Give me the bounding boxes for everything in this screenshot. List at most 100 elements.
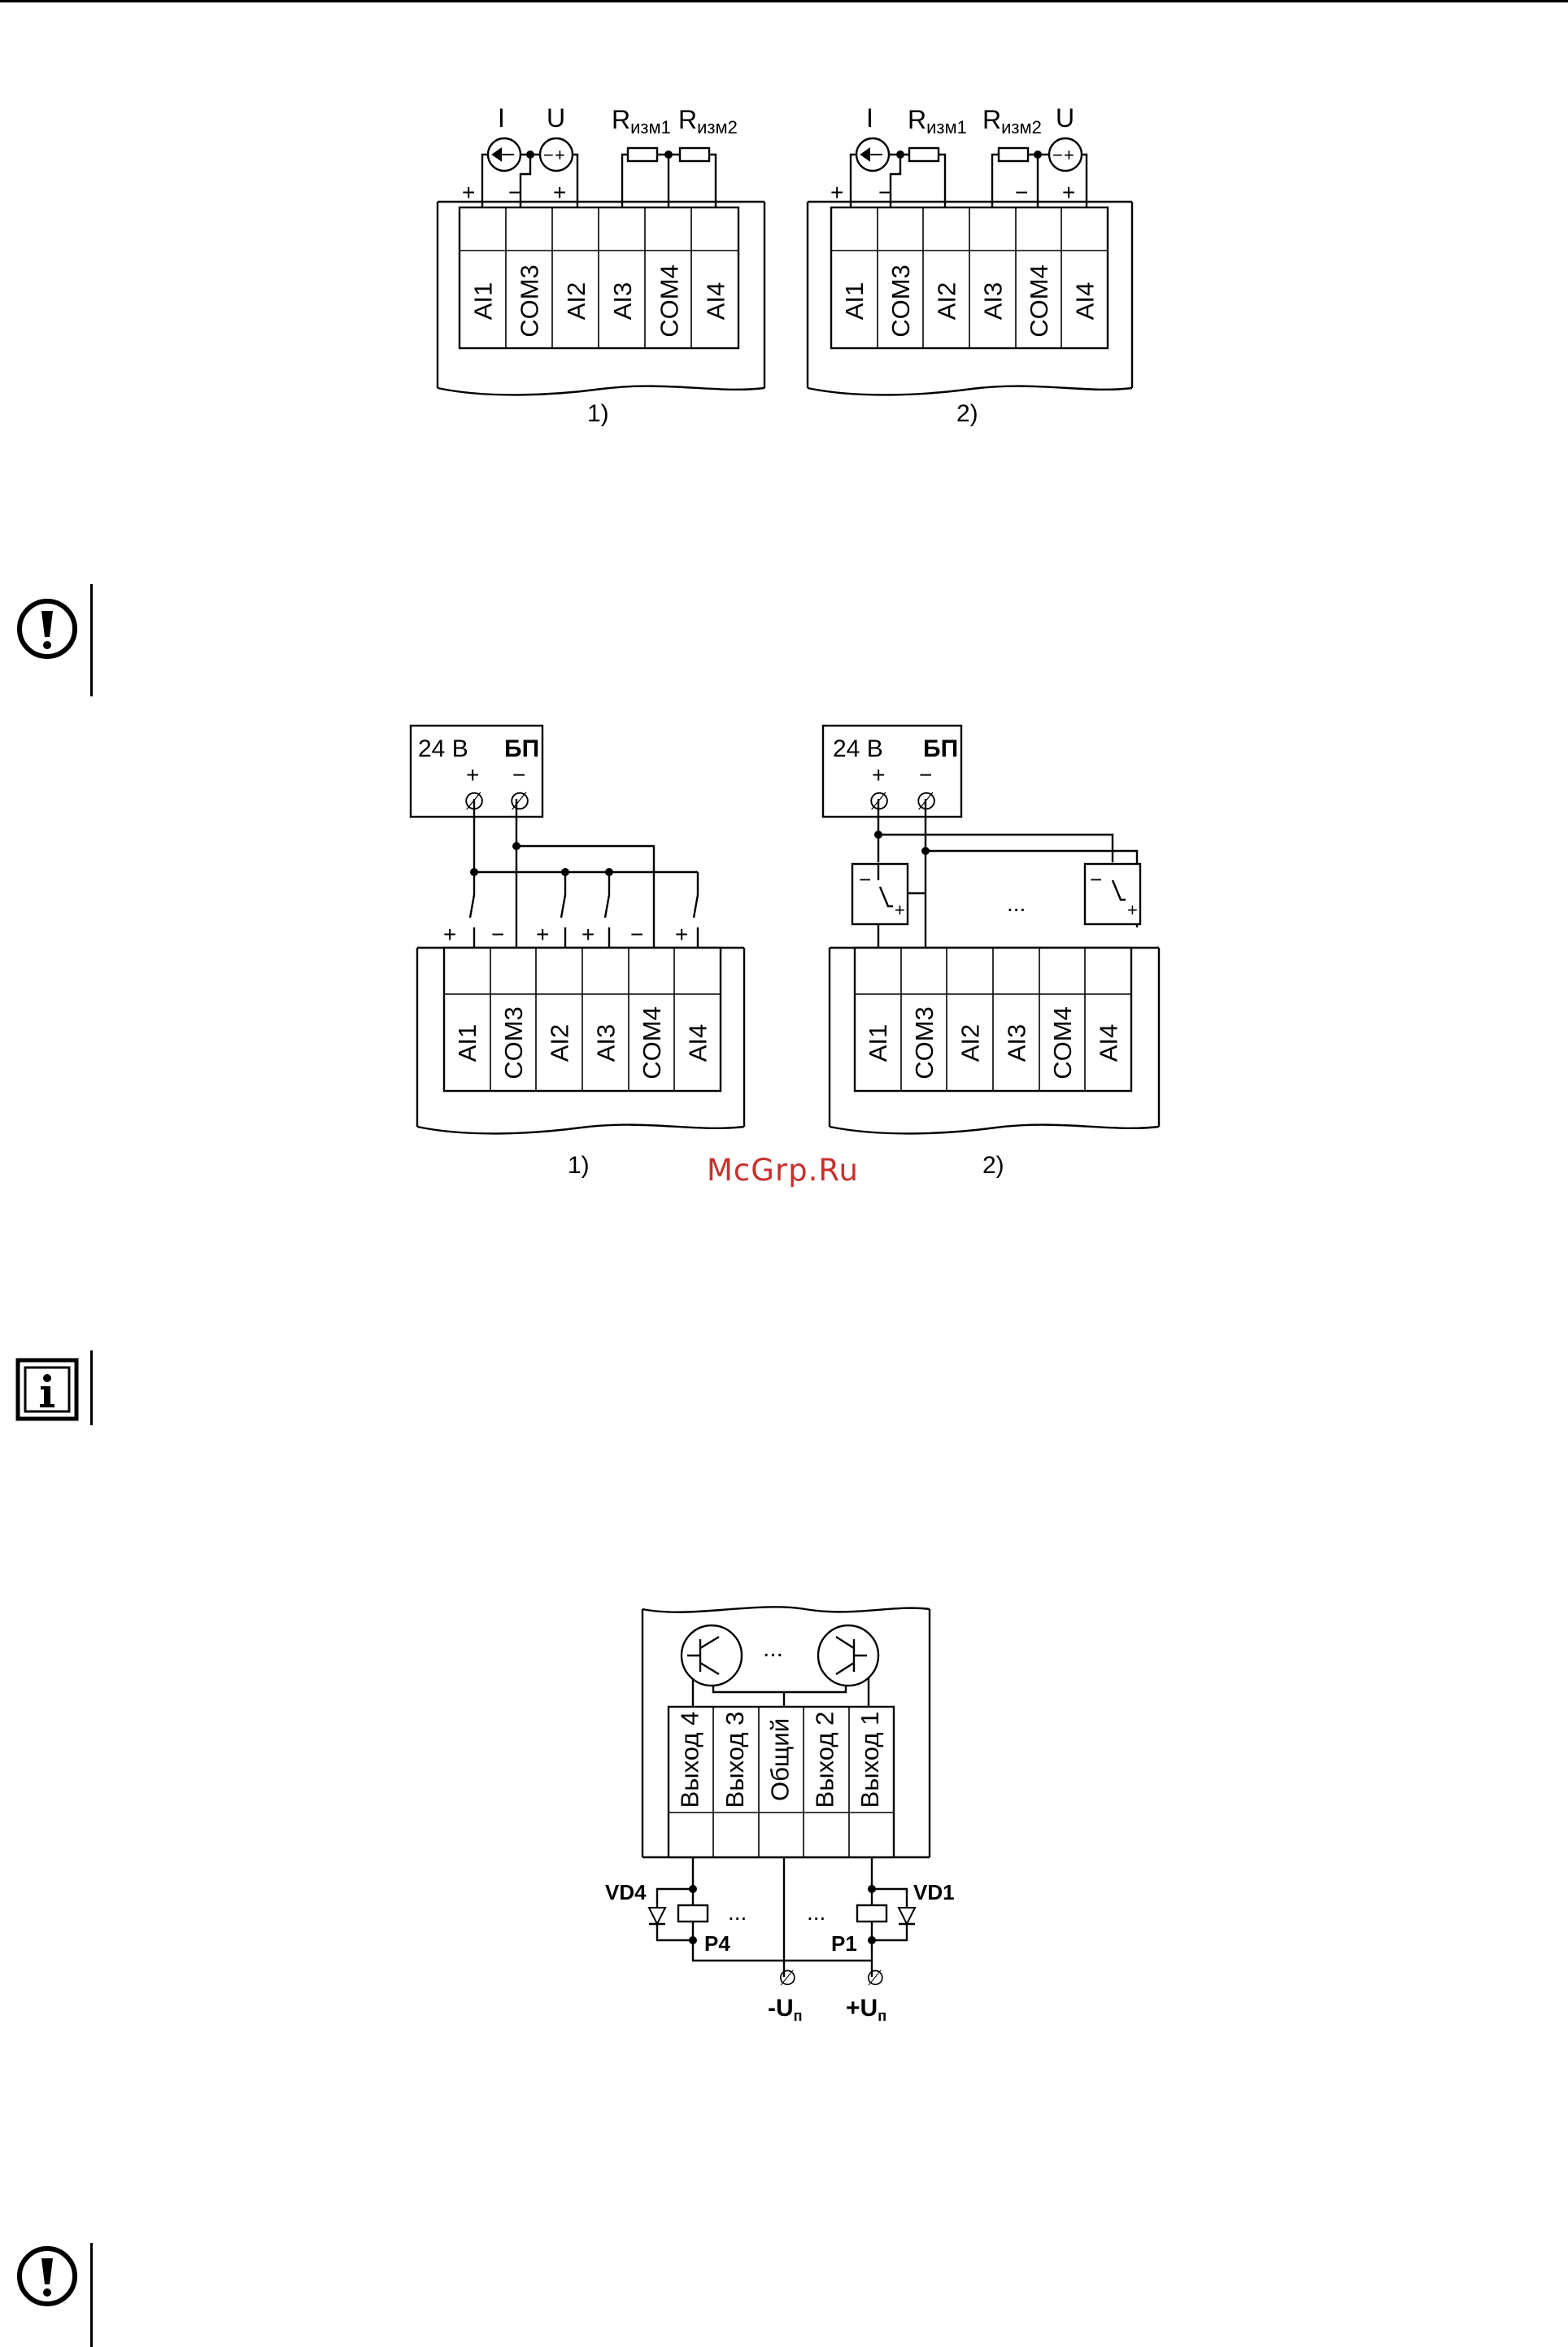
svg-text:−: − bbox=[491, 922, 504, 947]
svg-text:+: + bbox=[1062, 180, 1075, 205]
relay-coil-icon bbox=[677, 1904, 709, 1923]
svg-text:+: + bbox=[675, 922, 688, 947]
svg-text:...: ... bbox=[1007, 891, 1026, 916]
svg-text:+: + bbox=[443, 922, 456, 947]
terminal-label: AI2 bbox=[933, 282, 961, 321]
svg-text:...: ... bbox=[763, 1635, 783, 1662]
power-supply-box bbox=[409, 724, 544, 818]
exclamation-icon bbox=[17, 599, 77, 659]
svg-text:+: + bbox=[462, 180, 475, 205]
svg-text:Rизм1: Rизм1 bbox=[612, 105, 671, 137]
terminal-label: AI1 bbox=[840, 282, 869, 321]
terminal-label: Общий bbox=[765, 1718, 794, 1801]
terminal-label: AI2 bbox=[562, 282, 590, 321]
terminal-label: AI2 bbox=[546, 1024, 574, 1062]
resistor-icon bbox=[678, 146, 711, 163]
terminal-label: AI4 bbox=[1071, 282, 1100, 321]
svg-text:−: − bbox=[878, 180, 891, 205]
resistor-icon bbox=[626, 146, 659, 163]
terminal-label: AI1 bbox=[453, 1024, 481, 1062]
svg-text:I: I bbox=[866, 103, 873, 133]
svg-text:БП: БП bbox=[923, 735, 958, 762]
terminal-label: AI3 bbox=[1002, 1024, 1030, 1062]
svg-text:...: ... bbox=[807, 1900, 825, 1925]
svg-text:-Uп: -Uп bbox=[768, 1995, 803, 2024]
page-top-rule bbox=[0, 0, 1568, 2]
terminal-label: COM4 bbox=[1048, 1006, 1077, 1080]
svg-text:−: − bbox=[919, 762, 932, 787]
diode-icon bbox=[647, 1907, 667, 1926]
exclamation-icon bbox=[17, 2246, 77, 2306]
terminal-label: Выход 4 bbox=[675, 1712, 703, 1808]
svg-text:2): 2) bbox=[982, 1152, 1004, 1179]
terminal-label: AI4 bbox=[684, 1024, 712, 1062]
svg-text:−: − bbox=[859, 867, 871, 892]
terminal-label: AI1 bbox=[468, 282, 497, 321]
transistor-icon bbox=[680, 1624, 743, 1687]
svg-text:+Uп: +Uп bbox=[846, 1995, 886, 2024]
diode-icon bbox=[897, 1907, 917, 1926]
svg-text:1): 1) bbox=[587, 400, 609, 427]
svg-text:+: + bbox=[1064, 145, 1074, 165]
terminal-label: Выход 3 bbox=[721, 1712, 749, 1808]
terminal-label: AI3 bbox=[608, 282, 637, 321]
svg-text:I: I bbox=[498, 103, 505, 133]
terminal-label: COM4 bbox=[655, 264, 683, 338]
svg-text:VD1: VD1 bbox=[913, 1880, 955, 1904]
power-supply-box bbox=[821, 724, 963, 818]
svg-text:...: ... bbox=[728, 1900, 747, 1925]
svg-text:+: + bbox=[555, 145, 565, 165]
svg-text:VD4: VD4 bbox=[605, 1880, 647, 1904]
svg-text:−: − bbox=[1090, 867, 1102, 892]
svg-text:2): 2) bbox=[956, 400, 978, 427]
terminal-label: AI1 bbox=[864, 1024, 892, 1062]
svg-text:∅: ∅ bbox=[866, 1965, 885, 1990]
note-bar bbox=[90, 584, 93, 696]
terminal-label: AI4 bbox=[1095, 1024, 1123, 1062]
svg-text:Rизм2: Rизм2 bbox=[678, 105, 738, 137]
transistor-sensor-icon bbox=[851, 862, 909, 926]
terminal-label: AI2 bbox=[956, 1024, 985, 1062]
svg-text:U: U bbox=[547, 103, 565, 133]
svg-text:−: − bbox=[1015, 180, 1028, 205]
relay-coil-icon bbox=[856, 1904, 888, 1923]
terminal-label: COM3 bbox=[886, 264, 915, 338]
svg-text:+: + bbox=[830, 180, 843, 205]
resistor-icon bbox=[908, 146, 940, 163]
terminal-label: AI3 bbox=[978, 282, 1007, 321]
terminal-label: AI3 bbox=[591, 1024, 620, 1062]
svg-text:1): 1) bbox=[568, 1152, 590, 1179]
svg-text:Rизм2: Rизм2 bbox=[982, 105, 1042, 137]
terminal-label: COM3 bbox=[499, 1006, 528, 1080]
terminal-label: COM4 bbox=[638, 1006, 666, 1080]
terminal-label: COM4 bbox=[1025, 264, 1053, 338]
transistor-icon bbox=[817, 1624, 880, 1687]
svg-text:Rизм1: Rизм1 bbox=[908, 105, 967, 137]
svg-text:−: − bbox=[543, 145, 554, 165]
svg-text:P1: P1 bbox=[831, 1931, 857, 1956]
note-bar bbox=[90, 2243, 93, 2347]
svg-text:+: + bbox=[553, 180, 566, 205]
svg-text:24 В: 24 В bbox=[418, 735, 468, 762]
svg-text:P4: P4 bbox=[704, 1931, 730, 1956]
svg-text:−: − bbox=[508, 180, 521, 205]
svg-text:+: + bbox=[466, 762, 479, 787]
info-icon bbox=[15, 1358, 79, 1421]
terminal-label: Выход 1 bbox=[856, 1712, 884, 1808]
diagram-outputs-relays: ... Выход 4 Выход 3 Общий Выход 2 Выход 1 VD… bbox=[605, 1606, 955, 2024]
svg-text:+: + bbox=[895, 900, 905, 920]
terminal-label: COM3 bbox=[516, 264, 544, 338]
svg-text:U: U bbox=[1056, 103, 1074, 133]
svg-text:+: + bbox=[1127, 900, 1138, 920]
figure-discrete-outputs: ... Выход 4 Выход 3 Общий Выход 2 Выход 1 VD… bbox=[605, 1606, 955, 2024]
note-bar bbox=[90, 1350, 93, 1425]
svg-text:∅: ∅ bbox=[509, 788, 530, 815]
svg-text:−: − bbox=[512, 762, 525, 787]
terminal-label: Выход 2 bbox=[811, 1712, 839, 1808]
svg-text:+: + bbox=[536, 922, 549, 947]
